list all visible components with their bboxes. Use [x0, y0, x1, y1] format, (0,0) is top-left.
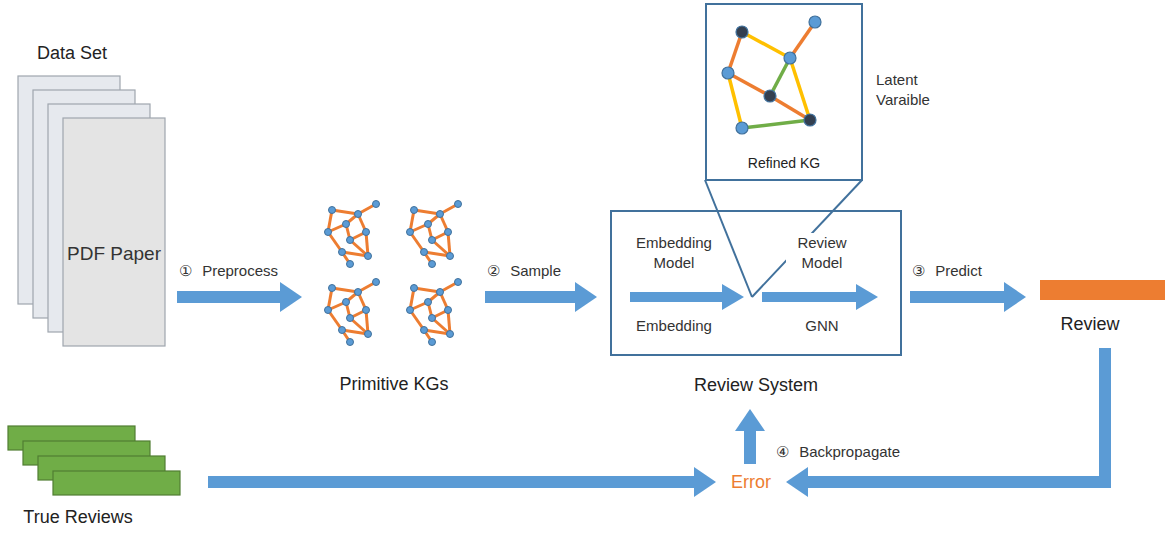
arrow-head — [735, 409, 765, 431]
flow-arrow — [735, 409, 765, 464]
refined-kg-box: Refined KG — [705, 3, 863, 181]
flow-arrow — [910, 282, 1026, 312]
step-label: ① Preprocess — [177, 261, 280, 281]
kg-group: Primitive KGs — [315, 195, 473, 410]
stack-heading: Data Set — [12, 42, 132, 65]
latent-note: Latent Varaible — [876, 70, 942, 109]
step-label: ② Sample — [485, 261, 563, 281]
model-label: Embedding Model — [626, 233, 722, 272]
true-review-stack: True Reviews — [8, 426, 180, 530]
model-label: Review Model — [786, 233, 858, 272]
step-label: ③ Predict — [910, 261, 984, 281]
flow-arrow — [786, 348, 1105, 497]
error-node: Error — [722, 468, 780, 496]
document-stack: Data SetPDF Paper — [18, 76, 165, 346]
flow-arrow — [208, 467, 716, 497]
arrow-head — [280, 282, 302, 312]
flow-arrow — [177, 282, 302, 312]
arrow-body — [808, 348, 1105, 482]
page-text: PDF Paper — [63, 242, 165, 266]
arrow-head — [575, 282, 597, 312]
step-label: ④ Backpropagate — [774, 442, 902, 462]
arrow-head — [1004, 282, 1026, 312]
arrow-head — [786, 467, 808, 497]
arrow-head — [694, 467, 716, 497]
error-text: Error — [722, 471, 780, 494]
arrow-body — [208, 476, 694, 488]
box-caption: Refined KG — [707, 155, 861, 173]
system-frame — [610, 210, 902, 356]
output-label: GNN — [786, 316, 858, 336]
system-caption: Review System — [610, 374, 902, 397]
output-label: Embedding — [626, 316, 722, 336]
output-bar — [1040, 280, 1165, 300]
arrow-body — [744, 431, 756, 464]
arrow-body — [910, 291, 1004, 303]
arrow-body — [177, 291, 280, 303]
group-caption: Primitive KGs — [305, 373, 483, 396]
stack-caption: True Reviews — [8, 506, 148, 529]
output-caption: Review — [1040, 313, 1140, 336]
arrow-body — [485, 291, 575, 303]
flow-arrow — [485, 282, 597, 312]
review-output: Review — [1040, 280, 1165, 342]
